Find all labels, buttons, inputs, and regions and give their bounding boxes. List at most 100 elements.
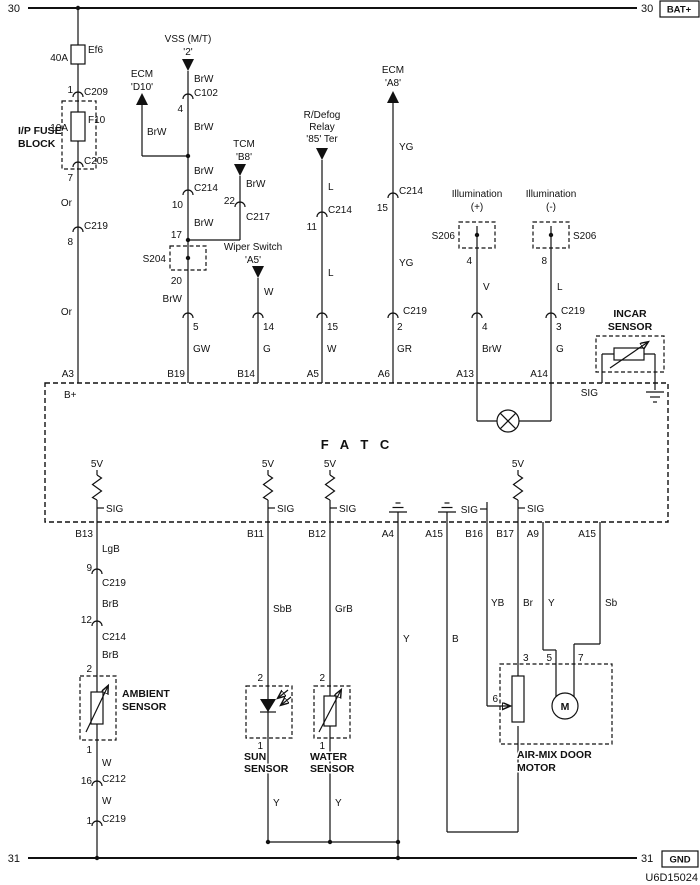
connector-c219-symbol [91, 820, 103, 827]
connector-c212-symbol [91, 780, 103, 787]
wire-color-y-a4: Y [403, 634, 410, 645]
ecm-d10-name: ECM [131, 69, 153, 80]
connector-c205-label: C205 [84, 156, 108, 167]
terminal-b13: B13 [75, 529, 93, 540]
gnd-tag-box [661, 850, 699, 868]
incar-sensor: INCAR SENSOR SIG [581, 308, 665, 403]
water-sensor-branch: GrB 2 1 WATER SENSOR Y [309, 522, 356, 845]
wire-color-brw-ecm: BrW [147, 127, 167, 138]
wire-color-brb-2: BrB [102, 650, 119, 661]
battery-rail: 30 30 BAT+ [8, 0, 700, 18]
pin-17: 17 [171, 230, 183, 241]
b16-sig-stub: SIG [461, 502, 488, 522]
connector-c212-label: C212 [102, 774, 126, 785]
b16-sig-label: SIG [461, 505, 478, 516]
bat-tag: BAT+ [667, 5, 692, 16]
wire-color-w-wiper: W [264, 287, 274, 298]
wire-color-or-2: Or [61, 307, 73, 318]
vss-pin: '2' [183, 47, 192, 58]
connector-c219-row-symbol [252, 312, 264, 319]
splice-s206-minus-label: S206 [573, 231, 597, 242]
wire-color-g-wiper: G [263, 344, 271, 355]
illum-plus-name: Illumination [452, 189, 503, 200]
fatc-box [44, 382, 669, 523]
illumination-plus-branch: Illumination (+) S206 4 V 4 BrW A13 [432, 189, 503, 383]
pin-4-row: 4 [482, 322, 488, 333]
ip-fuse-block-box [61, 100, 97, 170]
pullup-b11: 5V SIG [262, 459, 294, 522]
wire-color-brw-tcm: BrW [246, 179, 266, 190]
terminal-a5: A5 [307, 369, 320, 380]
wiper-name: Wiper Switch [224, 242, 282, 253]
pin-3: 3 [523, 653, 529, 664]
terminal-b-plus: B+ [64, 390, 77, 401]
connector-c102-label: C102 [194, 88, 218, 99]
wire-color-or-1: Or [61, 198, 73, 209]
pin-1: 1 [67, 85, 73, 96]
pullup-b13: 5V SIG [91, 459, 123, 522]
connector-c219-row-label: C219 [403, 306, 427, 317]
pin-16: 16 [81, 776, 93, 787]
pin-2-sun: 2 [257, 673, 263, 684]
wire-color-brw-1: BrW [194, 74, 214, 85]
bat-tag-box [659, 0, 700, 18]
resistor-icon [91, 474, 103, 501]
pin-1-sun: 1 [257, 741, 263, 752]
splice-s206-plus-label: S206 [432, 231, 456, 242]
b17-sig-label: SIG [527, 504, 544, 515]
b12-5v-label: 5V [324, 459, 337, 470]
pin-10: 10 [172, 200, 184, 211]
incar-sig-label: SIG [581, 388, 598, 399]
pin-15: 15 [327, 322, 339, 333]
fatc-unit: F A T C 5V SIG 5V SIG [44, 382, 669, 540]
connector-c209-label: C209 [84, 87, 108, 98]
connector-c214-label: C214 [194, 183, 218, 194]
illum-plus-sign: (+) [471, 202, 484, 213]
connector-c219-symbol [72, 226, 84, 233]
b11-5v-label: 5V [262, 459, 275, 470]
connector-c214-symbol [91, 620, 103, 627]
connector-c214-label: C214 [399, 186, 423, 197]
wiper-arrow-icon [252, 266, 264, 278]
rail-30-left: 30 [8, 3, 20, 15]
connector-c217-symbol [234, 201, 246, 208]
a15-return: B [446, 522, 519, 833]
pin-15b: 15 [377, 203, 389, 214]
defog-name-1: R/Defog [304, 110, 341, 121]
b13-sig-label: SIG [106, 504, 123, 515]
terminal-a3: A3 [62, 369, 75, 380]
internal-ground-a4 [389, 502, 407, 522]
fatc-title: F A T C [321, 437, 394, 452]
pin-7: 7 [578, 653, 584, 664]
motor-letter: M [561, 701, 570, 713]
connector-c219-label: C219 [102, 814, 126, 825]
b13-5v-label: 5V [91, 459, 104, 470]
resistor-icon [512, 474, 524, 501]
pin-8-s206: 8 [541, 256, 547, 267]
connector-c219-symbol [91, 568, 103, 575]
terminal-b17: B17 [496, 529, 514, 540]
fuse-f10-amp: 10A [50, 123, 68, 134]
wire-color-brb-1: BrB [102, 599, 119, 610]
wire-color-l-1: L [328, 182, 334, 193]
connector-c209-symbol [72, 91, 84, 98]
tcm-arrow-icon [234, 164, 246, 176]
defog-name-2: Relay [309, 122, 335, 133]
connector-c214-symbol [182, 189, 194, 196]
vss-name: VSS (M/T) [165, 34, 212, 45]
sun-sensor-box [245, 685, 293, 739]
connector-c205-symbol [72, 161, 84, 168]
pin-22: 22 [224, 196, 236, 207]
ambient-name-2: SENSOR [122, 701, 167, 713]
fuse-ef6-amp: 40A [50, 53, 68, 64]
wire-color-gr: GR [397, 344, 412, 355]
terminal-b12: B12 [308, 529, 326, 540]
connector-c102-symbol [182, 93, 194, 100]
pin-1-water: 1 [319, 741, 325, 752]
fuse-f10-symbol [70, 111, 86, 142]
ambient-sensor-box [79, 675, 117, 741]
ecm-d10-branch: ECM 'D10' BrW [131, 69, 188, 157]
pin-2-water: 2 [319, 673, 325, 684]
ecm-d10-pin: 'D10' [131, 82, 153, 93]
